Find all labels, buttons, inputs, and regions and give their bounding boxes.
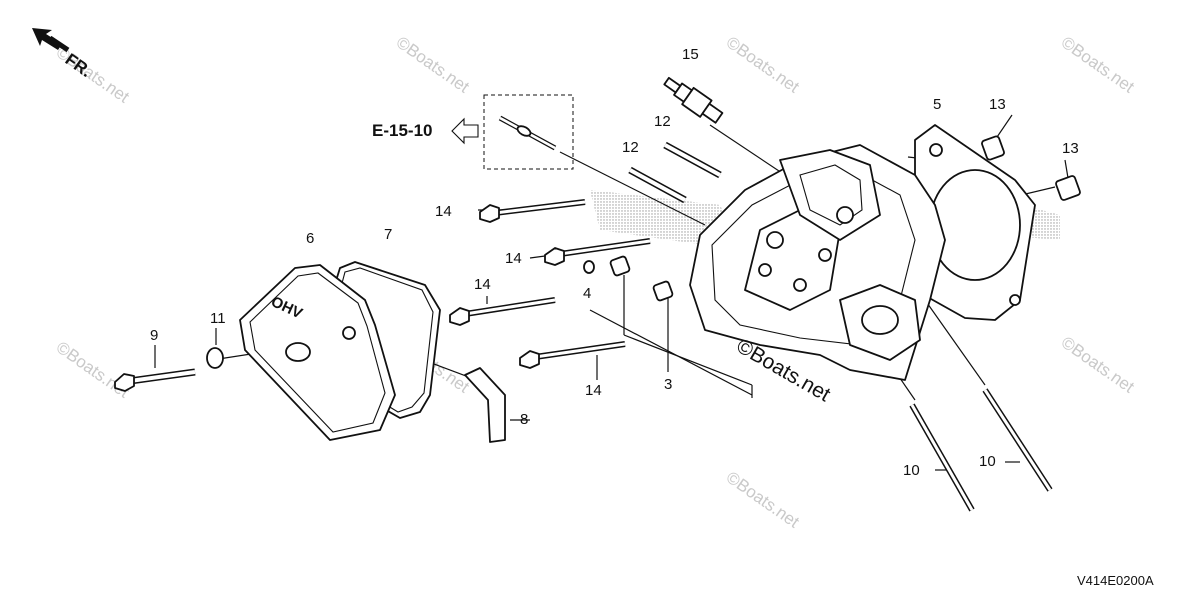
callout-11: 11	[210, 310, 226, 327]
callout-15: 15	[682, 46, 699, 63]
callout-14: 14	[435, 203, 452, 220]
diagram-code: V414E0200A	[1077, 573, 1154, 588]
callout-7: 7	[384, 226, 392, 243]
dowel-pin	[609, 255, 631, 277]
stud-bolts	[628, 141, 722, 204]
flange-bolts	[449, 199, 651, 369]
washer	[206, 347, 224, 369]
dowel-pin	[652, 280, 674, 302]
callout-13: 13	[1062, 140, 1079, 157]
callout-9: 9	[150, 327, 158, 344]
hollow-left-arrow-icon	[451, 117, 479, 145]
callout-14: 14	[474, 276, 491, 293]
callout-14: 14	[585, 382, 602, 399]
callout-4: 4	[583, 285, 591, 302]
watermark: ©Boats.net	[723, 468, 803, 532]
breather-tube	[464, 367, 506, 443]
cylinder-head	[689, 144, 946, 381]
watermark: ©Boats.net	[53, 338, 133, 402]
optional-part-box	[483, 94, 574, 170]
callout-12: 12	[622, 139, 639, 156]
front-direction-arrow-icon	[32, 28, 70, 53]
watermark: ©Boats.net	[53, 43, 133, 107]
watermark: ©Boats.net	[723, 33, 803, 97]
cover-bolt	[114, 368, 196, 392]
callout-8: 8	[520, 411, 528, 428]
head-cover	[239, 264, 396, 441]
watermark: ©Boats.net	[1058, 333, 1138, 397]
watermark: ©Boats.net	[1058, 33, 1138, 97]
watermark: ©Boats.net	[393, 33, 473, 97]
section-reference[interactable]: E-15-10	[372, 121, 432, 140]
callout-10: 10	[903, 462, 920, 479]
callout-10: 10	[979, 453, 996, 470]
callout-3: 3	[664, 376, 672, 393]
dowel-pins	[981, 135, 1081, 201]
head-bolts	[909, 388, 1053, 512]
callout-5: 5	[933, 96, 941, 113]
callout-14: 14	[505, 250, 522, 267]
collar	[583, 260, 595, 274]
head-gasket	[914, 124, 1036, 321]
spark-plug	[663, 76, 724, 124]
callout-13: 13	[989, 96, 1006, 113]
callout-6: 6	[306, 230, 314, 247]
stud-bolt	[498, 115, 557, 151]
callout-12: 12	[654, 113, 671, 130]
